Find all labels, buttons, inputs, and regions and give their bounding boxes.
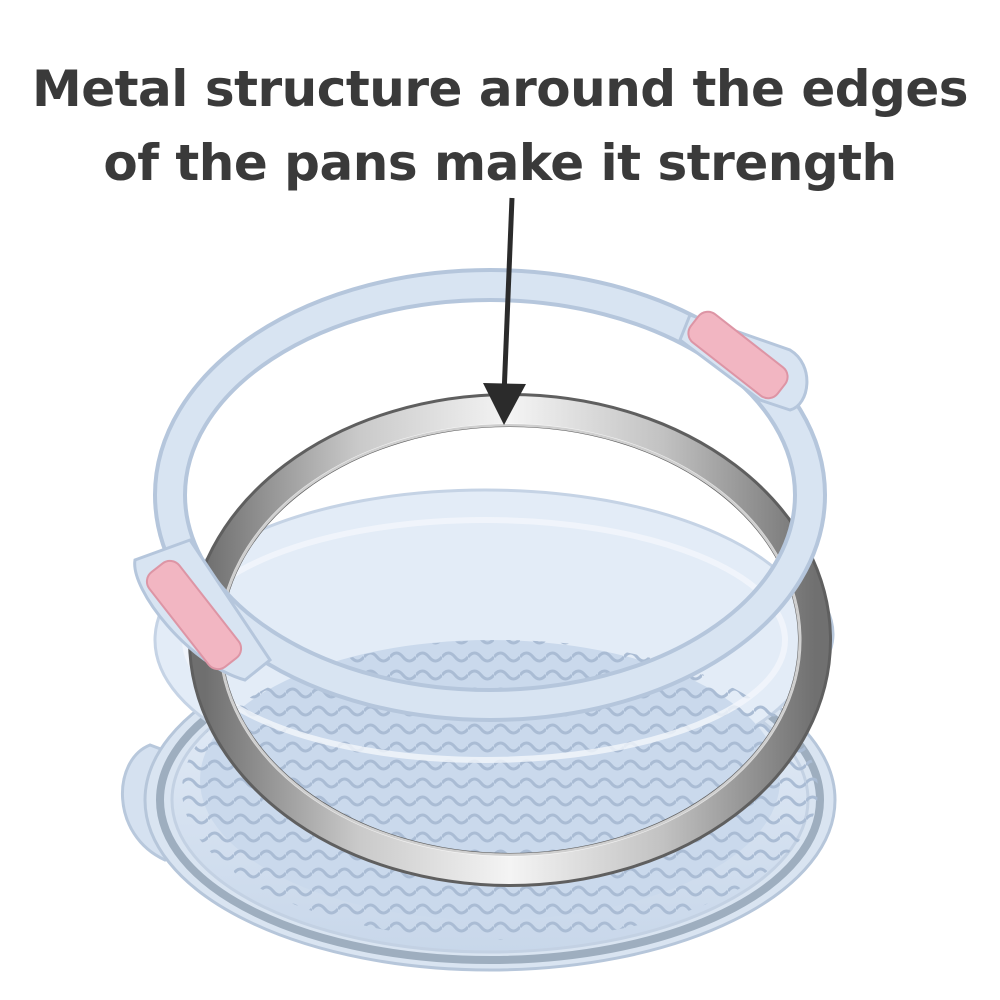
caption-text: Metal structure around the edges of the … bbox=[0, 52, 1000, 200]
silicone-ring bbox=[133, 268, 827, 722]
caption-line-1: Metal structure around the edges bbox=[31, 60, 969, 118]
pointer-arrow bbox=[483, 197, 526, 425]
caption-line-2: of the pans make it strength bbox=[103, 134, 897, 192]
right-handle-pink-grip bbox=[687, 310, 789, 400]
left-handle-pink-grip bbox=[145, 559, 243, 671]
